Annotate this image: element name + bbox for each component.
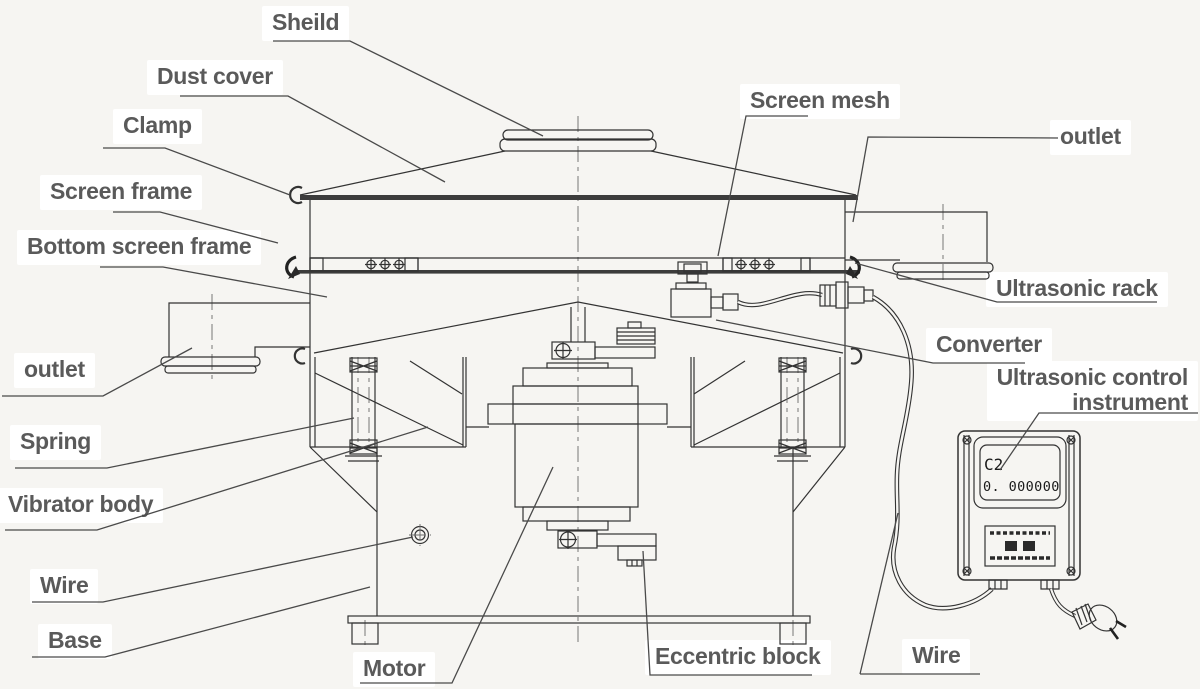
power-plug-drawing bbox=[1049, 588, 1127, 640]
label-wire-left: Wire bbox=[30, 569, 99, 604]
display-channel-text: C2 bbox=[984, 455, 1003, 474]
label-ultrasonic-rack: Ultrasonic rack bbox=[986, 272, 1168, 307]
label-eccentric-block: Eccentric block bbox=[645, 640, 831, 675]
label-ultrasonic-control-instrument: Ultrasonic control instrument bbox=[986, 361, 1198, 421]
label-sheild: Sheild bbox=[262, 6, 350, 41]
transducer-bolt-icons bbox=[365, 258, 775, 271]
label-outlet-left: outlet bbox=[14, 353, 95, 388]
base-drawing bbox=[347, 447, 811, 645]
label-bottom-screen-frame: Bottom screen frame bbox=[17, 230, 262, 265]
label-spring: Spring bbox=[10, 425, 102, 460]
label-screen-frame: Screen frame bbox=[40, 175, 203, 210]
display-window bbox=[979, 444, 1061, 501]
display-value-text: 0. 000000 bbox=[983, 479, 1060, 495]
outlet-left-drawing bbox=[160, 302, 310, 374]
shield-cap-drawing bbox=[499, 129, 657, 152]
label-converter: Converter bbox=[926, 328, 1052, 363]
spring-left-drawing bbox=[345, 357, 382, 462]
label-wire-right: Wire bbox=[902, 639, 971, 674]
label-motor: Motor bbox=[353, 652, 436, 687]
outlet-right-drawing bbox=[845, 211, 994, 280]
dust-cover-drawing bbox=[299, 150, 858, 200]
label-ultrasonic-control-line2: instrument bbox=[1072, 388, 1188, 415]
centerlines bbox=[211, 116, 944, 648]
label-base: Base bbox=[38, 624, 112, 659]
eccentric-bottom-drawing bbox=[557, 530, 657, 567]
mesh-clamp-arrow-icon bbox=[285, 255, 861, 279]
label-dust-cover: Dust cover bbox=[147, 60, 283, 95]
label-outlet-right: outlet bbox=[1050, 120, 1131, 155]
corner-screw-icons bbox=[962, 435, 1076, 576]
screen-mesh-rack-drawing bbox=[285, 255, 861, 279]
label-ultrasonic-control-line1: Ultrasonic control bbox=[996, 364, 1189, 390]
motor-drawing bbox=[487, 362, 668, 531]
wire-grommet-icon bbox=[409, 524, 431, 546]
label-screen-mesh: Screen mesh bbox=[740, 84, 900, 119]
front-panel bbox=[984, 525, 1056, 567]
label-clamp: Clamp bbox=[113, 109, 202, 144]
converter-drawing bbox=[670, 261, 874, 318]
vibrator-body-drawing bbox=[309, 357, 846, 513]
control-instrument-drawing: C2 0. 000000 bbox=[957, 430, 1081, 590]
label-vibrator-body: Vibrator body bbox=[0, 488, 164, 523]
panel-button bbox=[1023, 541, 1035, 551]
screen-frame-drawing bbox=[309, 200, 846, 447]
bottom-screen-frame-funnel-drawing bbox=[313, 301, 844, 354]
spring-right-drawing bbox=[774, 357, 811, 462]
clamp-icon bbox=[289, 185, 863, 365]
eccentric-top-drawing bbox=[551, 321, 656, 360]
panel-button bbox=[1005, 541, 1017, 551]
